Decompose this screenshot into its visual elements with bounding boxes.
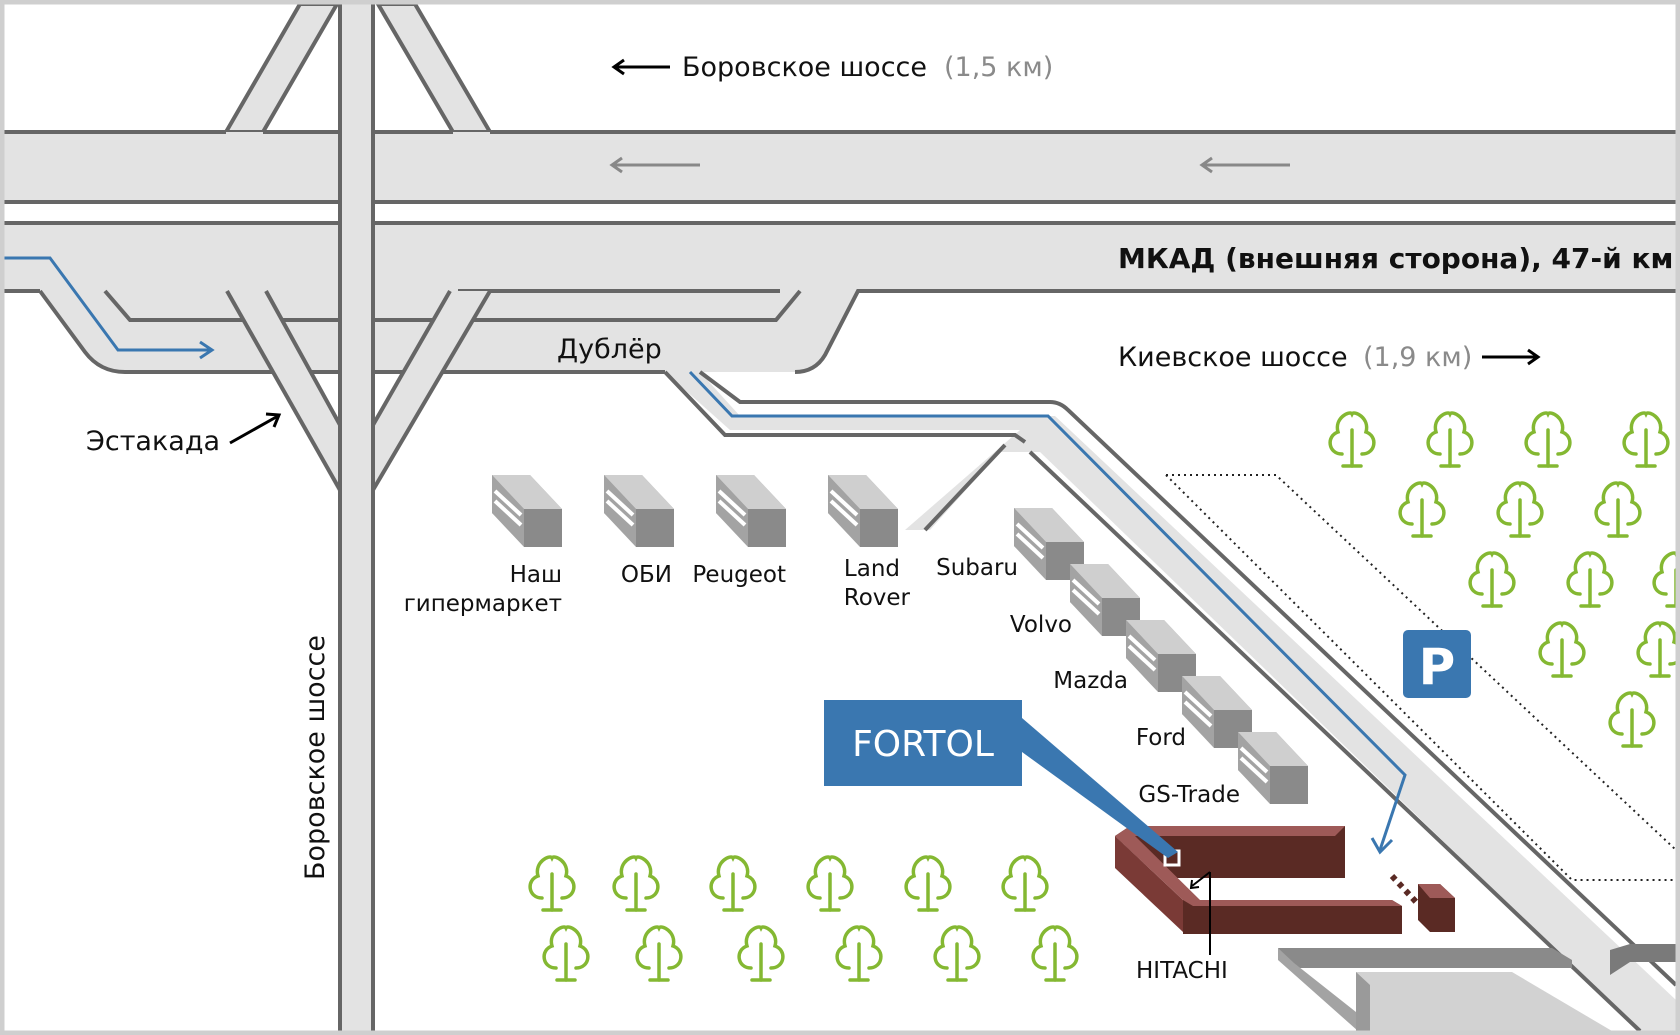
label-gs-trade: GS-Trade [1138,782,1240,808]
bottom-structure [1278,944,1676,1031]
borovskoe-top-distance: (1,5 км) [944,52,1053,83]
kievskoe-distance: (1,9 км) [1363,342,1472,373]
arrow-icon [229,414,279,445]
access-road [663,370,1678,1033]
route-arrowhead-left [199,340,215,360]
parking-label: P [1419,638,1456,696]
label-rover: Rover [844,585,911,611]
label-ford: Ford [1136,725,1186,751]
label-hypermarket-1: Наш [510,562,562,588]
parking-zone [1165,474,1677,881]
fortol-label: FORTOL [852,724,994,765]
label-mazda: Mazda [1053,668,1128,694]
label-peugeot: Peugeot [692,562,786,588]
label-estakada: Эстакада [86,412,282,457]
route-line-left [4,256,210,352]
building-labels: Наш гипермаркет ОБИ Peugeot Land Rover S… [404,555,1240,808]
label-volvo: Volvo [1010,612,1072,638]
mkad-label: МКАД (внешняя сторона), 47-й км [1118,242,1673,275]
estakada-text: Эстакада [86,426,220,457]
target-building[interactable]: HITACHI [1115,826,1402,984]
label-kievskoe: Киевское шоссе (1,9 км) [1118,342,1541,373]
borovskoe-vertical-label: Боровское шоссе [300,635,331,880]
borovskoe-vertical-road [338,4,375,1031]
estakada-ramps [225,289,492,495]
dubler-label: Дублёр [557,334,662,365]
label-obi: ОБИ [621,562,672,588]
label-land: Land [844,556,900,582]
fortol-callout[interactable]: FORTOL [824,700,1178,858]
hitachi-label: HITACHI [1136,958,1228,984]
label-subaru: Subaru [936,555,1018,581]
mkad-road [4,130,1676,291]
parking-icon [1403,630,1471,698]
mkad-direction-arrows [609,156,1290,174]
guard-booth [1389,873,1455,932]
borovskoe-top-name: Боровское шоссе [682,52,927,83]
route-arrowhead-end [1370,837,1394,855]
parking-sign: P [1403,630,1471,698]
label-borovskoe-top: Боровское шоссе (1,5 км) [611,52,1053,83]
label-hypermarket-2: гипермаркет [404,591,562,617]
kievskoe-name: Киевское шоссе [1118,342,1348,373]
